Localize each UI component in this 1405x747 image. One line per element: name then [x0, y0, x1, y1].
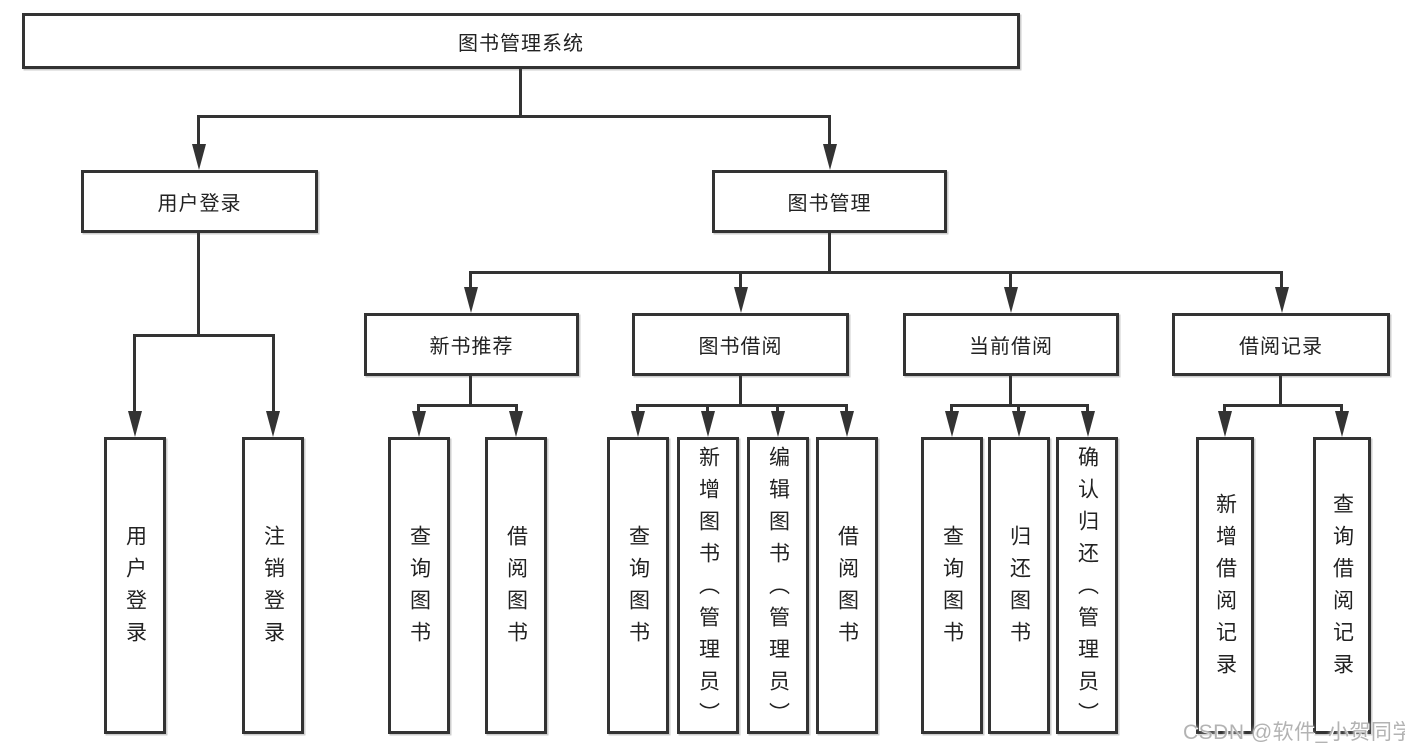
connector-line	[1086, 404, 1089, 413]
connector-line	[1223, 404, 1226, 413]
arrowhead-icon	[823, 144, 837, 170]
arrowhead-icon	[192, 144, 206, 170]
connector-line	[1017, 404, 1020, 413]
arrowhead-icon	[412, 411, 426, 437]
connector-line	[1279, 376, 1282, 407]
arrowhead-icon	[1335, 411, 1349, 437]
arrowhead-icon	[266, 411, 280, 437]
connector-line	[197, 115, 831, 118]
connector-line	[706, 404, 709, 413]
connector-line	[272, 334, 275, 412]
connector-line	[1009, 376, 1012, 407]
arrowhead-icon	[128, 411, 142, 437]
arrowhead-icon	[1012, 411, 1026, 437]
connector-line	[417, 404, 420, 413]
arrowhead-icon	[945, 411, 959, 437]
leaf-query-borrow-record: 查询借阅记录	[1313, 437, 1371, 734]
connector-line	[133, 334, 275, 337]
node-user-login: 用户登录	[81, 170, 318, 233]
connector-line	[1340, 404, 1343, 413]
connector-line	[133, 334, 136, 412]
arrowhead-icon	[1004, 287, 1018, 313]
leaf-borrow-books-recommend: 借阅图书	[485, 437, 547, 734]
connector-line	[739, 376, 742, 407]
arrowhead-icon	[464, 287, 478, 313]
arrowhead-icon	[701, 411, 715, 437]
connector-line	[197, 233, 200, 337]
connector-line	[636, 404, 848, 407]
connector-line	[469, 271, 1283, 274]
node-book-borrowing: 图书借阅	[632, 313, 849, 376]
connector-line	[515, 404, 518, 413]
connector-line	[828, 115, 831, 147]
arrowhead-icon	[631, 411, 645, 437]
connector-line	[636, 404, 639, 413]
connector-line	[776, 404, 779, 413]
arrowhead-icon	[734, 287, 748, 313]
connector-line	[1280, 271, 1283, 288]
node-root-library-management-system: 图书管理系统	[22, 13, 1020, 69]
node-new-book-recommend: 新书推荐	[364, 313, 579, 376]
node-book-management: 图书管理	[712, 170, 947, 233]
arrowhead-icon	[771, 411, 785, 437]
connector-line	[1009, 271, 1012, 288]
node-borrowing-records: 借阅记录	[1172, 313, 1390, 376]
arrowhead-icon	[509, 411, 523, 437]
leaf-query-books-current: 查询图书	[921, 437, 983, 734]
leaf-add-books-admin: 新增图书（管理员）	[677, 437, 739, 734]
leaf-return-books: 归还图书	[988, 437, 1050, 734]
connector-line	[519, 69, 522, 117]
leaf-logout: 注销登录	[242, 437, 304, 734]
arrowhead-icon	[1081, 411, 1095, 437]
leaf-query-books-borrowing: 查询图书	[607, 437, 669, 734]
connector-line	[845, 404, 848, 413]
leaf-add-borrow-record: 新增借阅记录	[1196, 437, 1254, 734]
arrowhead-icon	[1275, 287, 1289, 313]
leaf-edit-books-admin: 编辑图书（管理员）	[747, 437, 809, 734]
arrowhead-icon	[840, 411, 854, 437]
node-current-borrowing: 当前借阅	[903, 313, 1119, 376]
leaf-query-books-recommend: 查询图书	[388, 437, 450, 734]
connector-line	[828, 233, 831, 274]
arrowhead-icon	[1218, 411, 1232, 437]
leaf-borrow-books: 借阅图书	[816, 437, 878, 734]
csdn-watermark: CSDN @软件_小贺同学	[1183, 721, 1405, 744]
connector-line	[1223, 404, 1343, 407]
leaf-confirm-return-admin: 确认归还（管理员）	[1056, 437, 1118, 734]
connector-line	[950, 404, 953, 413]
connector-line	[739, 271, 742, 288]
connector-line	[469, 271, 472, 288]
leaf-user-login: 用户登录	[104, 437, 166, 734]
connector-line	[197, 115, 200, 147]
connector-line	[417, 404, 518, 407]
connector-line	[469, 376, 472, 407]
